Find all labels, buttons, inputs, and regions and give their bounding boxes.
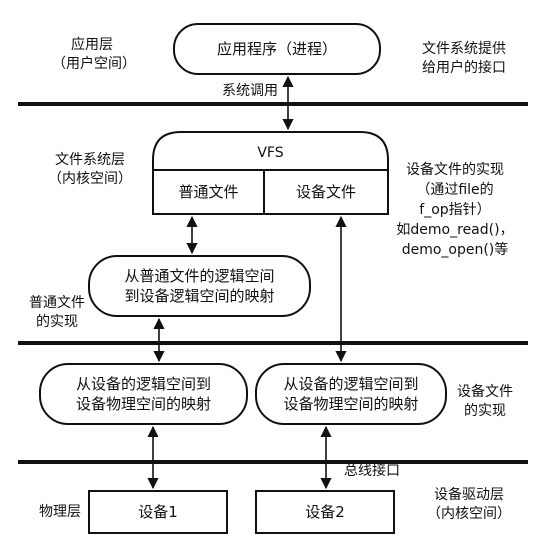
device-mapping-left-line2: 设备物理空间的映射 [75,395,211,413]
fs-interface-line1: 文件系统提供 [422,41,506,57]
driver-layer-sub: （内核空间） [427,506,511,522]
regular-mapping-box [88,255,311,317]
device-file-impl-line5: demo_open()等 [401,242,509,258]
device-mapping-box-left [39,363,248,425]
regular-file-impl-note: 普通文件 的实现 [20,294,94,332]
device-file-impl-b-line1: 设备文件 [457,384,513,400]
device-mapping-right-line1: 从设备的逻辑空间到 [283,375,419,393]
app-layer-sub: （用户空间） [52,56,136,72]
device-file-impl-line2: （通过file的 [416,182,494,198]
device-file-impl-line1: 设备文件的实现 [406,162,504,178]
driver-layer-label: 设备驱动层 （内核空间） [414,486,524,524]
device-file-impl-note: 设备文件的实现 （通过file的 f_op指针） 如demo_read()， d… [386,160,524,260]
device-mapping-right-text: 从设备的逻辑空间到 设备物理空间的映射 [256,374,446,414]
regular-file-impl-line1: 普通文件 [29,295,85,311]
regular-file-impl-line2: 的实现 [36,314,78,330]
regular-mapping-line1: 从普通文件的逻辑空间 [124,267,275,285]
app-layer-label: 应用层 （用户空间） [52,36,136,74]
fs-layer-name: 文件系统层 [55,152,125,168]
vfs-title: VFS [257,145,284,161]
device-mapping-left-text: 从设备的逻辑空间到 设备物理空间的映射 [40,374,247,414]
regular-mapping-text: 从普通文件的逻辑空间 到设备逻辑空间的映射 [89,266,310,306]
app-program-box [173,23,381,75]
device1-box [88,490,228,534]
driver-layer-name: 设备驱动层 [434,487,504,503]
device-mapping-box-right [255,363,447,425]
device-mapping-right-line2: 设备物理空间的映射 [283,395,419,413]
app-program-text: 应用程序（进程） [216,40,337,58]
fs-layer-label: 文件系统层 （内核空间） [40,151,140,189]
physical-layer-label: 物理层 [39,504,81,520]
device-file-impl-b-line2: 的实现 [464,403,506,419]
bus-interface-label: 总线接口 [344,463,400,479]
vfs-box [152,131,389,215]
device1-text: 设备1 [138,503,178,521]
device2-text: 设备2 [305,503,345,521]
device2-box [255,490,395,534]
device-mapping-left-line1: 从设备的逻辑空间到 [75,375,211,393]
device-file-impl-note-bottom: 设备文件 的实现 [448,383,522,421]
app-layer-name: 应用层 [71,37,113,53]
regular-file-cell: 普通文件 [178,183,239,201]
fs-interface-note: 文件系统提供 给用户的接口 [404,40,524,78]
device-file-impl-line3: f_op指针） [419,202,491,218]
fs-layer-sub: （内核空间） [48,171,132,187]
fs-interface-line2: 给用户的接口 [422,60,506,76]
regular-mapping-line2: 到设备逻辑空间的映射 [124,287,275,305]
device-file-impl-line4: 如demo_read()， [396,222,514,238]
device-file-cell: 设备文件 [295,183,356,201]
syscall-label: 系统调用 [222,83,278,99]
